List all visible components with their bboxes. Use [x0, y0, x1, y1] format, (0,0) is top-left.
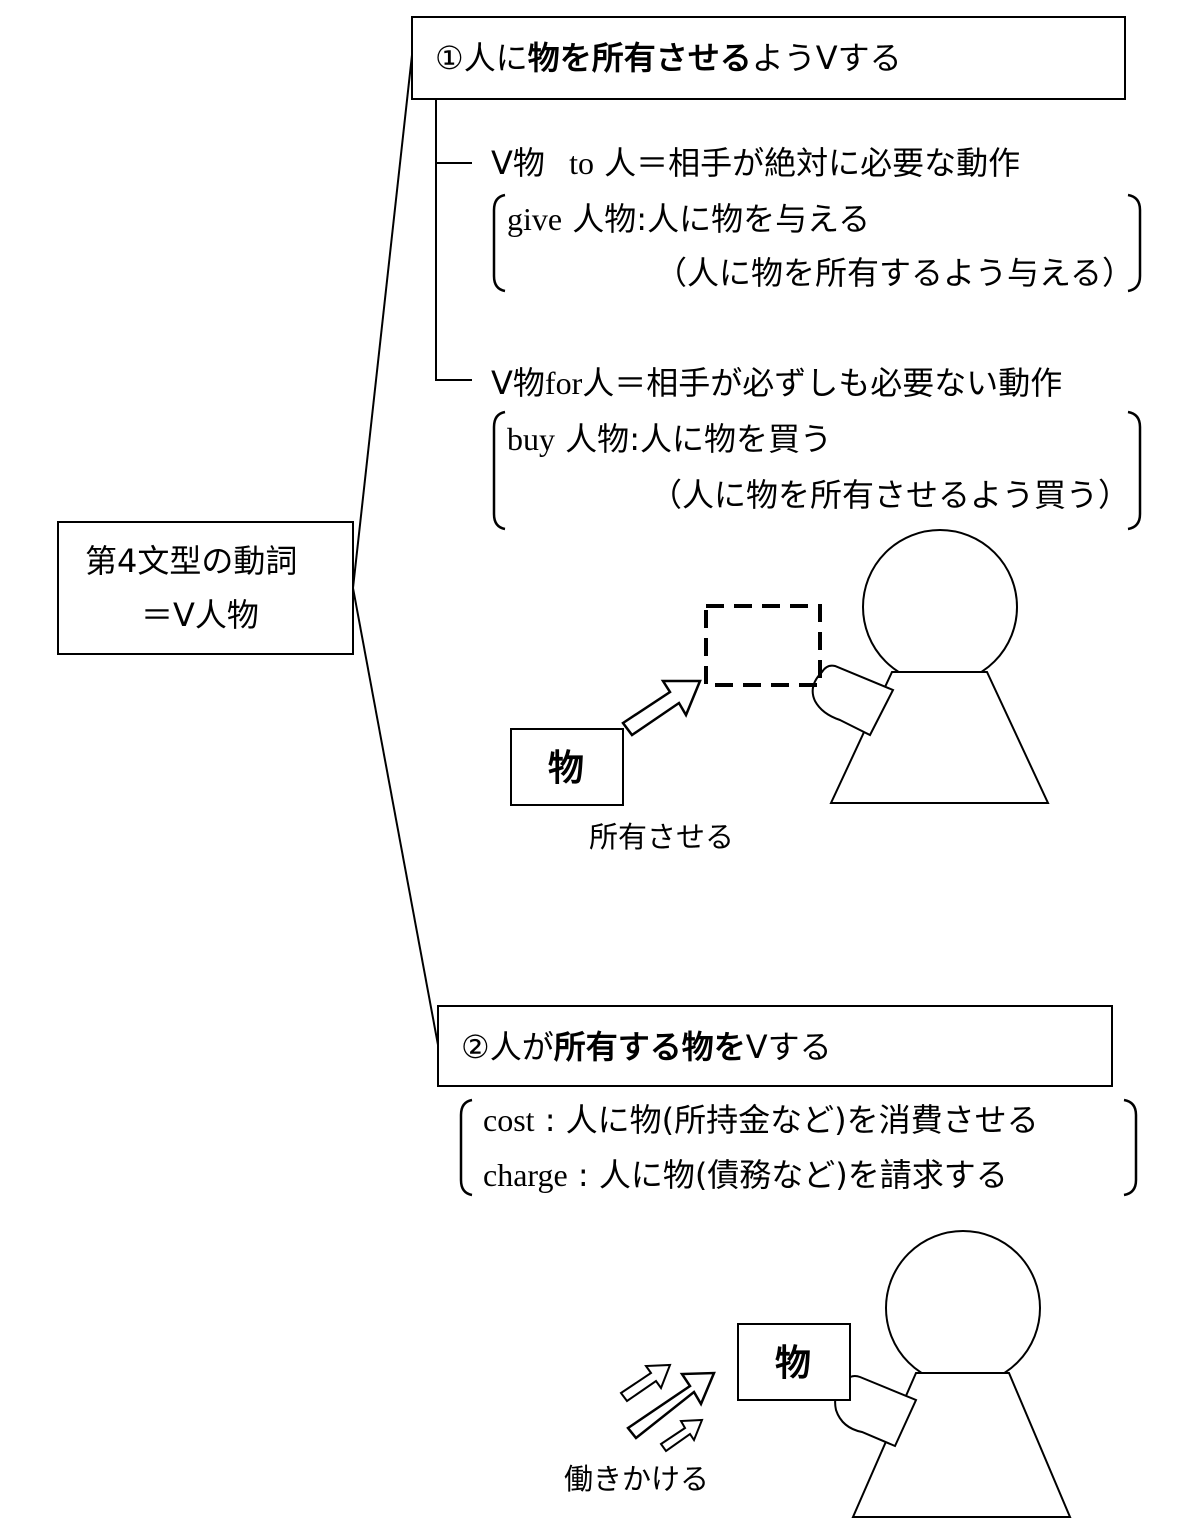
object-label-1: 物	[548, 748, 585, 789]
to-heading-v: V物	[491, 144, 545, 182]
to-heading-rest: 人＝相手が絶対に必要な動作	[604, 144, 1021, 182]
charge-sep: :	[577, 1156, 589, 1194]
arrow-large-icon	[626, 1371, 716, 1440]
bracket-give-left	[492, 193, 506, 293]
figure-possess	[621, 529, 1050, 804]
branch2-title-box: ②人が所有する物をVする	[437, 1005, 1113, 1087]
root-box: 第4文型の動詞 ＝V人物	[57, 521, 354, 655]
caption-act-on: 働きかける	[564, 1462, 710, 1496]
bracket-buy-right	[1127, 410, 1142, 531]
bracket-cost-right	[1123, 1098, 1138, 1197]
to-heading-prep: to	[569, 145, 594, 181]
cost-meaning: 人に物(所持金など)を消費させる	[565, 1101, 1039, 1139]
cost-example: cost : 人に物(所持金など)を消費させる	[483, 1104, 1039, 1136]
object-box-1: 物	[510, 728, 624, 806]
buy-note: （人に物を所有させるよう買う）	[650, 476, 1131, 514]
person-arm	[811, 664, 895, 737]
for-heading-v: V物	[491, 364, 545, 402]
branch2-title: ②人が所有する物をVする	[461, 1031, 832, 1063]
give-obj: 人物	[572, 200, 637, 238]
branch2-title-num: ②人が	[461, 1028, 554, 1066]
bracket-buy-left	[492, 410, 506, 531]
person-head	[862, 529, 1018, 685]
branch1-title-rest: ようVする	[751, 39, 902, 77]
for-heading-prep: for	[544, 365, 583, 401]
buy-obj: 人物	[565, 420, 630, 458]
caption-possess: 所有させる	[589, 820, 735, 854]
arrow-small-lower-icon	[659, 1418, 704, 1453]
branch1-title: ①人に物を所有させるようVする	[435, 42, 902, 74]
cost-verb: cost	[483, 1102, 535, 1138]
branch2-title-rest: Vする	[745, 1028, 832, 1066]
root-line2: ＝V人物	[141, 596, 259, 634]
connector-sub-trunk	[435, 99, 472, 381]
give-example: give 人物:人に物を与える	[507, 203, 870, 235]
connector-branch2	[352, 587, 439, 1046]
branch1-title-box: ①人に物を所有させるようVする	[411, 16, 1126, 100]
dashed-target-box	[704, 604, 822, 687]
to-heading: V物 to 人＝相手が絶対に必要な動作	[491, 147, 1020, 179]
branch1-title-bold: 物を所有させる	[527, 39, 752, 77]
connector-branch1	[352, 54, 413, 589]
figure-act-on	[619, 1230, 1072, 1518]
charge-example: charge : 人に物(債務など)を請求する	[483, 1159, 1008, 1191]
bracket-give-right	[1127, 193, 1142, 293]
buy-example: buy 人物:人に物を買う	[507, 423, 832, 455]
arrow-small-upper-icon	[619, 1363, 672, 1403]
person-head-2	[885, 1230, 1041, 1386]
charge-verb: charge	[483, 1157, 568, 1193]
bracket-cost-left	[459, 1098, 473, 1197]
buy-meaning: 人に物を買う	[639, 420, 832, 458]
branch1-title-num: ①人に	[435, 39, 528, 77]
buy-sep: :	[629, 420, 640, 458]
for-heading: V物for人＝相手が必ずしも必要ない動作	[491, 367, 1062, 399]
root-line1: 第4文型の動詞	[85, 542, 298, 580]
brackets	[459, 193, 1142, 1197]
give-verb: give	[507, 201, 563, 237]
arrow-icon	[621, 679, 702, 737]
object-box-2: 物	[737, 1323, 851, 1401]
object-label-2: 物	[775, 1343, 812, 1384]
branch2-title-bold: 所有する物を	[553, 1028, 746, 1066]
give-note: （人に物を所有するよう与える）	[655, 254, 1135, 292]
give-sep: :	[636, 200, 648, 238]
give-meaning: 人に物を与える	[647, 200, 871, 238]
for-heading-rest: 人＝相手が必ずしも必要ない動作	[582, 364, 1063, 402]
charge-meaning: 人に物(債務など)を請求する	[598, 1156, 1008, 1194]
tree-connectors	[352, 54, 472, 1046]
buy-verb: buy	[507, 421, 555, 457]
cost-sep: :	[544, 1101, 556, 1139]
